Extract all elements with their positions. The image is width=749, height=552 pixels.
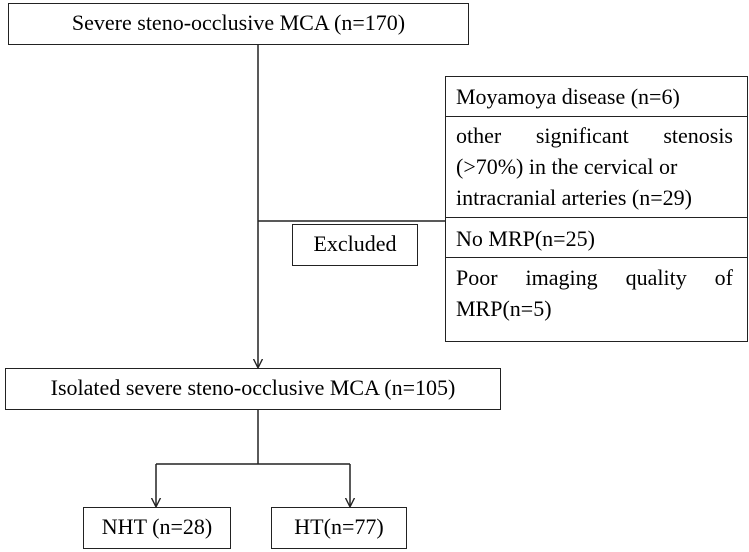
excluded-label: Excluded [313,231,397,256]
exclusion-reason-line: Poor imaging quality of [456,265,733,290]
exclusion-reason-moyamoya: Moyamoya disease (n=6) [446,77,747,117]
total-patients-box: Severe steno-occlusive MCA (n=170) [8,3,469,45]
exclusion-reason-stenosis: other significant stenosis (>70%) in the… [446,117,747,218]
nht-group-box: NHT (n=28) [83,507,231,549]
exclusion-reason-poor-quality: Poor imaging quality of MRP(n=5) [446,258,747,340]
isolated-patients-box: Isolated severe steno-occlusive MCA (n=1… [5,368,501,410]
total-patients-label: Severe steno-occlusive MCA (n=170) [71,10,406,35]
exclusion-reason-line: Moyamoya disease (n=6) [456,84,680,109]
ht-group-label: HT(n=77) [294,514,384,539]
exclusion-reasons-panel: Moyamoya disease (n=6) other significant… [445,76,748,342]
ht-group-box: HT(n=77) [271,507,407,549]
isolated-patients-label: Isolated severe steno-occlusive MCA (n=1… [50,375,456,400]
excluded-label-box: Excluded [292,224,418,266]
exclusion-reason-line: intracranial arteries (n=29) [456,185,692,210]
exclusion-reason-no-mrp: No MRP(n=25) [446,218,747,258]
exclusion-reason-line: MRP(n=5) [456,296,552,321]
exclusion-reason-line: No MRP(n=25) [456,226,595,251]
nht-group-label: NHT (n=28) [101,514,213,539]
exclusion-reason-line: (>70%) in the cervical or [456,154,678,179]
exclusion-reason-line: other significant stenosis [456,123,733,148]
